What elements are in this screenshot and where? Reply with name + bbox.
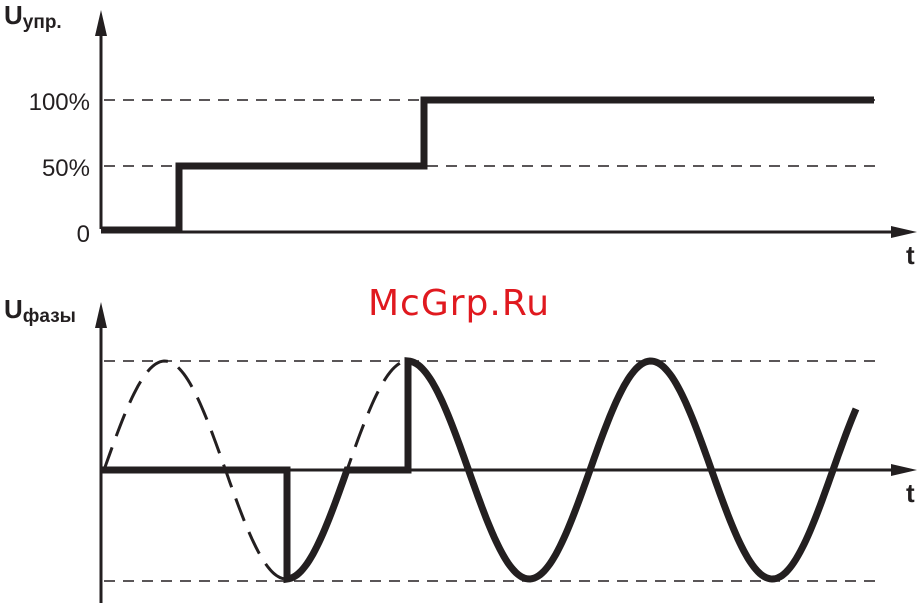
bottom-x-axis-arrow <box>891 464 917 476</box>
bottom-y-label-sub: фазы <box>23 306 76 327</box>
top-x-axis-arrow <box>891 226 917 238</box>
top-y-label-sub: упр. <box>23 12 62 33</box>
tick-label-0: 0 <box>77 221 90 248</box>
top-chart: 100% 50% 0 Uупр. t <box>4 0 917 270</box>
top-y-axis-label: Uупр. <box>4 0 62 33</box>
bottom-x-axis-label: t <box>906 478 915 508</box>
top-y-label-main: U <box>4 0 23 30</box>
bottom-y-axis-arrow <box>95 302 107 328</box>
bottom-y-axis-label: Uфазы <box>4 294 76 327</box>
control-voltage-step-curve <box>101 100 874 230</box>
top-y-axis-arrow <box>95 10 107 36</box>
bottom-y-label-main: U <box>4 294 23 324</box>
bottom-chart: Uфазы t <box>4 294 917 603</box>
tick-label-50: 50% <box>42 155 90 182</box>
tick-label-100: 100% <box>29 89 90 116</box>
top-x-axis-label: t <box>906 240 915 270</box>
watermark-text: McGrp.Ru <box>368 283 550 324</box>
